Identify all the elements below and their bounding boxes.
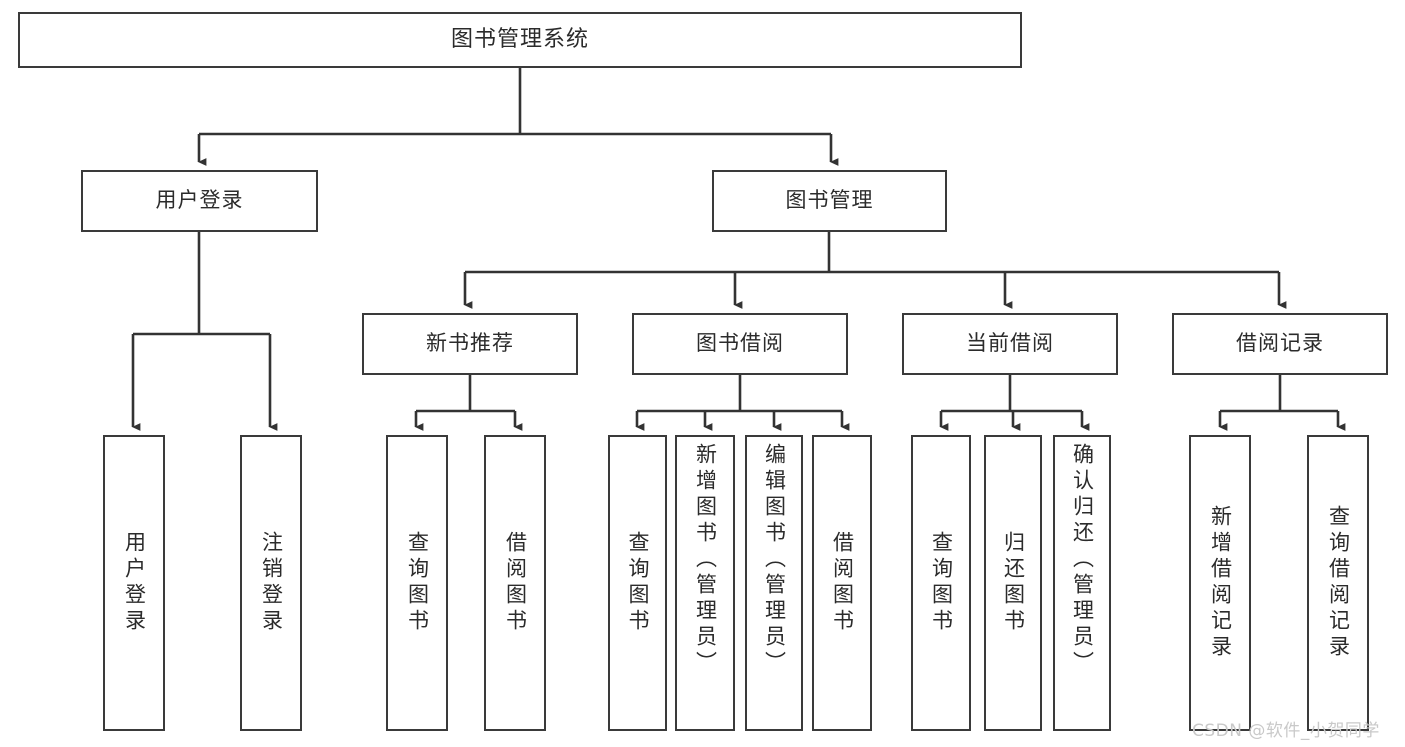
leaf-query-book-current-label: 查询图书 [929,531,954,635]
leaf-return-book-label: 归还图书 [1001,531,1026,635]
leaf-confirm-return-admin[interactable]: 确认归还（管理员） [1053,435,1111,731]
node-current-borrow-label: 当前借阅 [966,331,1054,356]
leaf-edit-book-admin[interactable]: 编辑图书（管理员） [745,435,803,731]
leaf-confirm-return-admin-label: 确认归还（管理员） [1070,443,1095,677]
leaf-query-book-current[interactable]: 查询图书 [911,435,971,731]
leaf-borrow-book[interactable]: 借阅图书 [812,435,872,731]
leaf-edit-book-admin-label: 编辑图书（管理员） [762,443,787,677]
node-new-book-recommend-label: 新书推荐 [426,331,514,356]
node-root-label: 图书管理系统 [450,26,589,52]
leaf-user-login-label: 用户登录 [122,531,147,635]
leaf-query-book-borrow[interactable]: 查询图书 [608,435,667,731]
leaf-borrow-book-recommend[interactable]: 借阅图书 [484,435,546,731]
leaf-logout-label: 注销登录 [259,531,284,635]
leaf-borrow-book-recommend-label: 借阅图书 [503,531,528,635]
node-root[interactable]: 图书管理系统 [18,12,1022,68]
node-book-borrow[interactable]: 图书借阅 [632,313,848,375]
leaf-add-book-admin-label: 新增图书（管理员） [693,443,718,677]
leaf-query-book-recommend-label: 查询图书 [405,531,430,635]
leaf-return-book[interactable]: 归还图书 [984,435,1042,731]
leaf-query-book-recommend[interactable]: 查询图书 [386,435,448,731]
leaf-query-borrow-record-label: 查询借阅记录 [1326,505,1351,661]
node-user-login-label: 用户登录 [155,188,244,213]
node-new-book-recommend[interactable]: 新书推荐 [362,313,578,375]
leaf-query-borrow-record[interactable]: 查询借阅记录 [1307,435,1369,731]
leaf-add-borrow-record-label: 新增借阅记录 [1208,505,1233,661]
leaf-add-borrow-record[interactable]: 新增借阅记录 [1189,435,1251,731]
node-book-borrow-label: 图书借阅 [696,331,784,356]
leaf-user-login[interactable]: 用户登录 [103,435,165,731]
node-book-management[interactable]: 图书管理 [712,170,947,232]
leaf-borrow-book-label: 借阅图书 [830,531,855,635]
leaf-query-book-borrow-label: 查询图书 [626,531,650,635]
node-current-borrow[interactable]: 当前借阅 [902,313,1118,375]
node-borrow-record[interactable]: 借阅记录 [1172,313,1388,375]
node-borrow-record-label: 借阅记录 [1236,331,1324,356]
node-user-login[interactable]: 用户登录 [81,170,318,232]
node-book-management-label: 图书管理 [785,188,874,213]
leaf-logout[interactable]: 注销登录 [240,435,302,731]
leaf-add-book-admin[interactable]: 新增图书（管理员） [675,435,735,731]
